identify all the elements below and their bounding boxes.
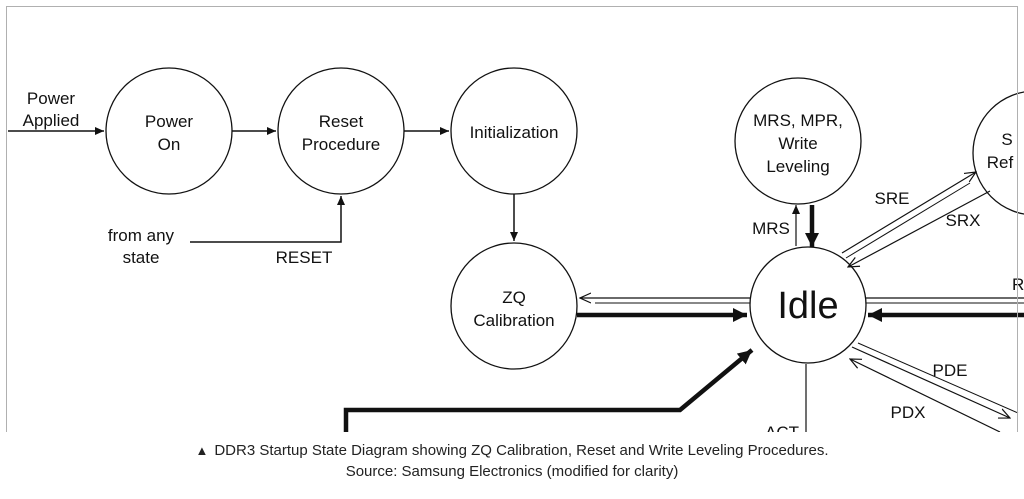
caption-text-1: DDR3 Startup State Diagram showing ZQ Ca…	[214, 442, 829, 459]
arrow-sre	[841, 172, 976, 254]
label-zq-calibration-1: ZQ	[502, 288, 526, 307]
label-power-on-1: Power	[145, 112, 194, 131]
label-reset-procedure-2: Procedure	[302, 135, 380, 154]
arrow-pdx	[850, 359, 1001, 432]
label-mrs-mpr-1: MRS, MPR,	[753, 111, 843, 130]
label-mrs-mpr-3: Leveling	[766, 157, 829, 176]
label-idle: Idle	[777, 285, 838, 327]
triangle-up-icon: ▲	[195, 443, 209, 458]
label-power-applied-1: Power	[27, 89, 76, 108]
state-zq-calibration	[450, 242, 578, 370]
state-idle	[749, 246, 867, 364]
caption-line-2: Source: Samsung Electronics (modified fo…	[345, 463, 679, 480]
label-pde: PDE	[933, 361, 968, 380]
label-mrs: MRS	[752, 219, 790, 238]
label-from-any-state-1: from any	[108, 226, 175, 245]
arrow-any-state-reset	[190, 196, 345, 243]
label-from-any-state-2: state	[123, 248, 160, 267]
label-self-refresh-2: Ref	[987, 153, 1014, 172]
label-power-on-2: On	[158, 135, 181, 154]
arrow-pde-inner	[857, 342, 1019, 414]
figure-caption: ▲ DDR3 Startup State Diagram showing ZQ C…	[0, 440, 1024, 482]
arrow-bottom-return	[343, 348, 754, 432]
label-zq-calibration-2: Calibration	[473, 311, 554, 330]
state-diagram-svg: Power On Reset Procedure Initialization …	[8, 67, 1024, 432]
state-self-refresh	[972, 91, 1024, 215]
label-initialization: Initialization	[470, 123, 559, 142]
label-pdx: PDX	[891, 403, 926, 422]
arrow-pde	[851, 346, 1010, 418]
label-mrs-mpr-2: Write	[778, 134, 817, 153]
label-srx: SRX	[946, 211, 981, 230]
label-ref: R	[1012, 275, 1024, 294]
label-act: ACT	[765, 423, 799, 432]
label-power-applied-2: Applied	[23, 111, 80, 130]
state-mrs-mpr-write-leveling	[734, 77, 862, 205]
caption-line-1: ▲ DDR3 Startup State Diagram showing ZQ C…	[0, 440, 1024, 461]
arrow-srx	[848, 190, 991, 267]
label-self-refresh-1: S	[1001, 130, 1012, 149]
arrow-sre-inner	[845, 182, 971, 259]
label-reset-procedure-1: Reset	[319, 112, 364, 131]
state-reset-procedure	[277, 67, 405, 195]
state-power-on	[105, 67, 233, 195]
label-reset: RESET	[276, 248, 333, 267]
label-sre: SRE	[875, 189, 910, 208]
state-diagram: Power On Reset Procedure Initialization …	[6, 6, 1024, 432]
